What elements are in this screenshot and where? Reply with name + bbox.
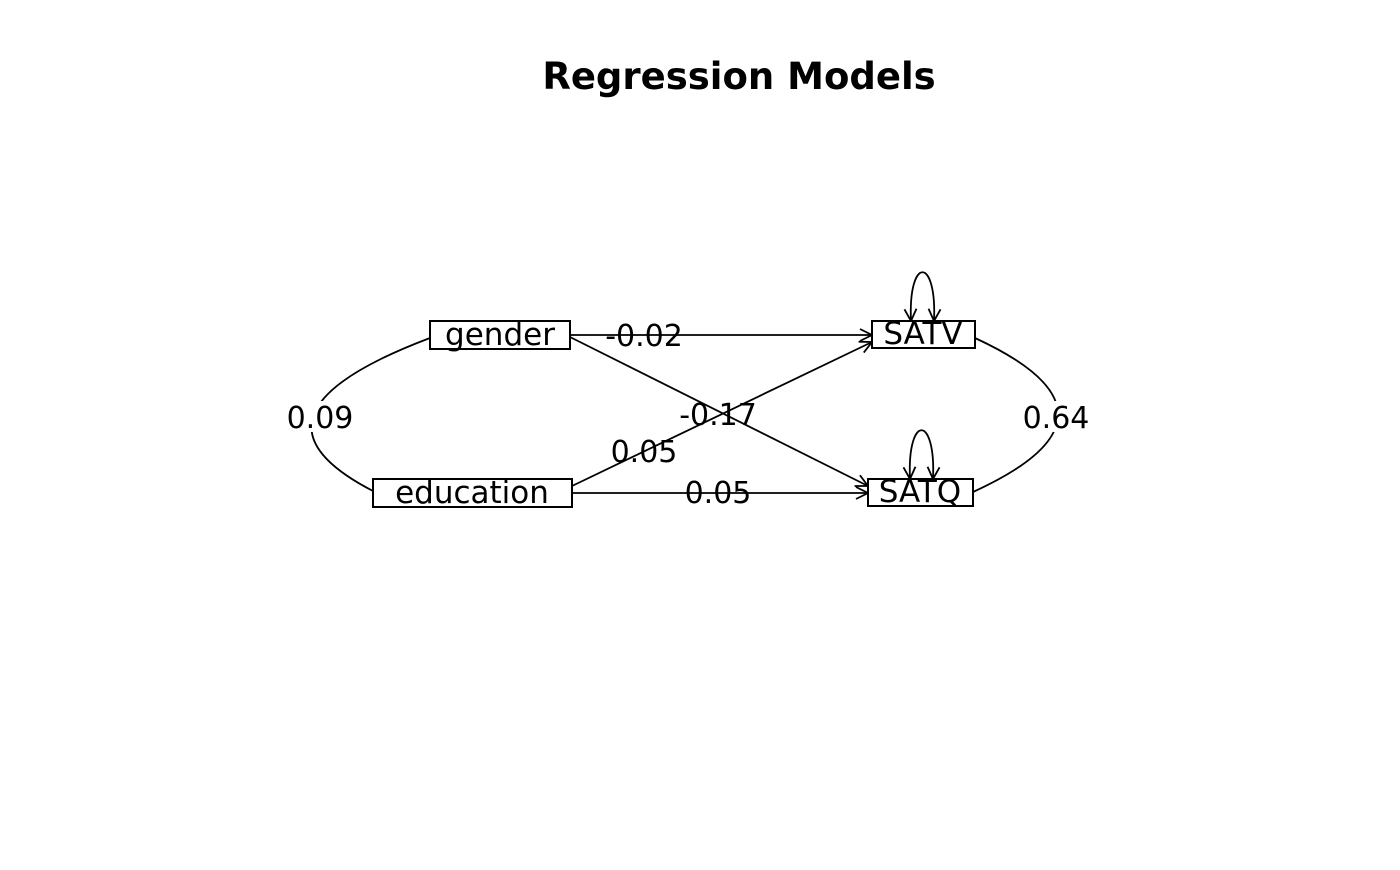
edge-label-satv-satq-covariance: 0.64 (1023, 401, 1090, 436)
edge-label-gender-satq: -0.17 (679, 398, 757, 433)
edge-gender-satq-arrow (569, 336, 870, 487)
covariance-label-mask-left (283, 401, 357, 432)
edge-education-satv-arrow (571, 340, 874, 487)
node-satq-label: SATQ (879, 474, 961, 510)
satv-variance-loop (903, 271, 942, 324)
edge-label-gender-education-covariance: 0.09 (287, 401, 354, 436)
node-education-label: education (395, 475, 549, 511)
satq-variance-loop (902, 429, 941, 482)
edge-label-gender-satv: -0.02 (605, 319, 683, 354)
node-satv-label: SATV (883, 316, 962, 352)
node-satv-box (871, 320, 976, 349)
edge-label-education-satv: 0.05 (611, 435, 678, 470)
node-gender-box (429, 320, 571, 350)
node-education-box (372, 478, 573, 508)
edge-label-education-satq: 0.05 (685, 476, 752, 511)
node-gender-label: gender (445, 317, 555, 353)
node-satq-box (867, 478, 974, 507)
covariance-label-mask-right (1019, 401, 1093, 432)
page-title: Regression Models (542, 55, 935, 98)
